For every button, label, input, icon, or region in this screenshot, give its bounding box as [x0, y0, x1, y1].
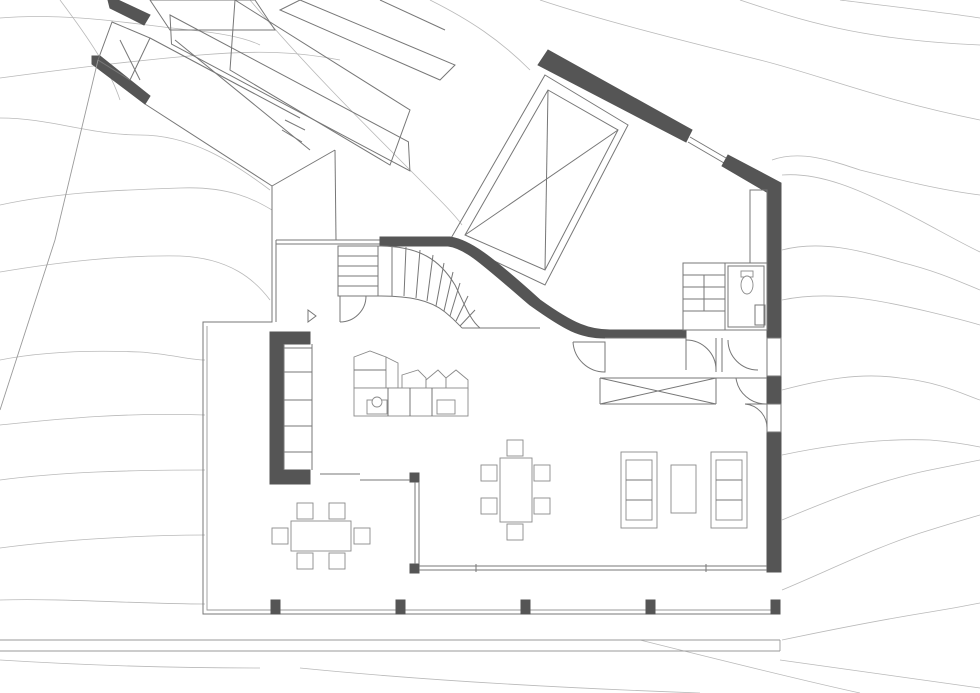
glazing	[283, 344, 767, 572]
living-sofas	[620, 451, 748, 529]
terrace-outline	[202, 149, 780, 615]
terrace-dining-table	[271, 502, 371, 570]
skylight	[449, 74, 629, 286]
service-stair	[682, 262, 726, 331]
neighbour-building	[0, 0, 456, 411]
walls	[269, 49, 782, 615]
road-edge	[0, 639, 781, 652]
doors-closet	[572, 337, 768, 429]
kitchen-island	[353, 350, 469, 417]
dining-table-interior	[480, 439, 551, 541]
main-stair	[307, 245, 540, 329]
wc-room	[724, 189, 768, 331]
